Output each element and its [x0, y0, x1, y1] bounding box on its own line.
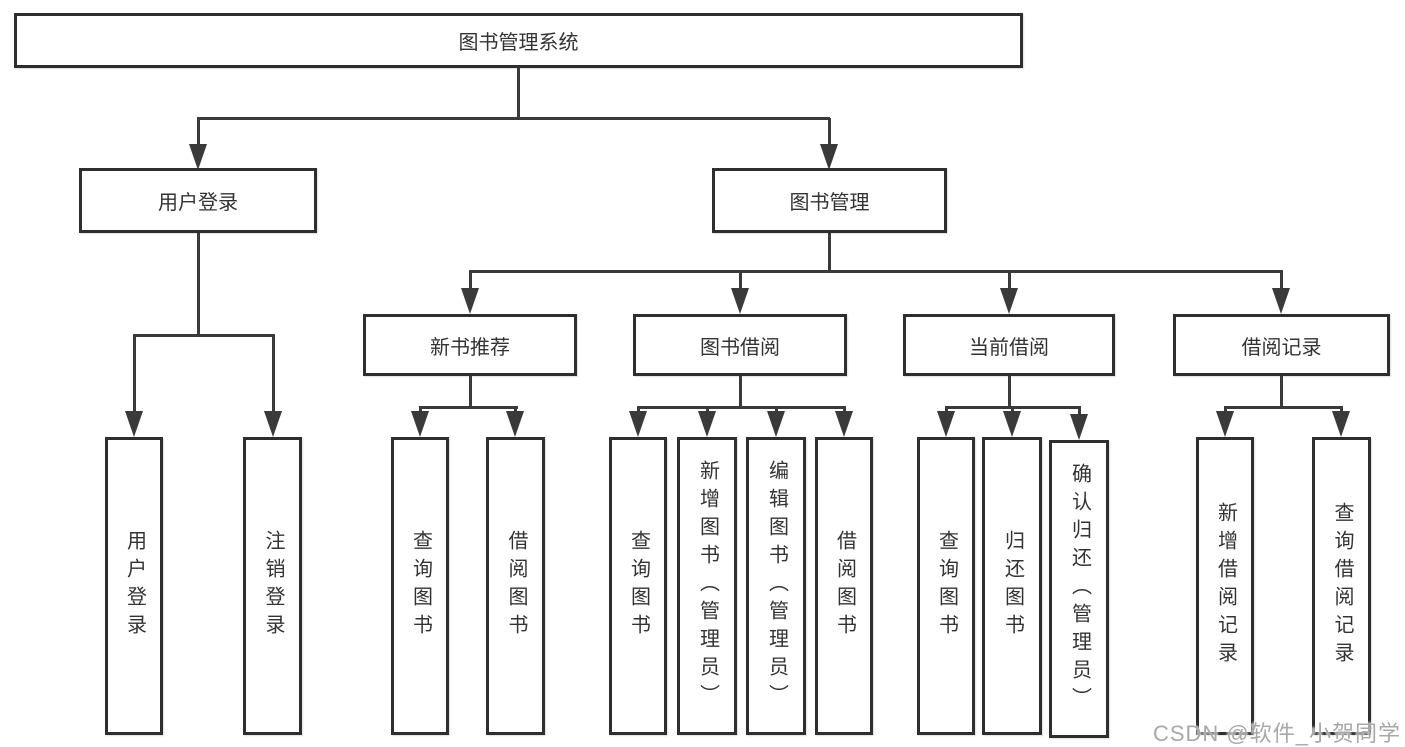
arrow-down-icon — [1003, 411, 1021, 437]
arrow-down-icon — [461, 288, 479, 314]
node-label: 当前借阅 — [969, 336, 1049, 359]
connector-line — [1008, 271, 1011, 293]
node-new-book-recommend: 新书推荐 — [363, 314, 577, 376]
node-current-borrow: 当前借阅 — [903, 314, 1115, 376]
connector-line — [517, 68, 520, 118]
connector-line — [1280, 376, 1283, 407]
arrow-down-icon — [835, 411, 853, 437]
leaf-return-books: 归还图书 — [982, 437, 1042, 735]
node-label: 用户登录 — [158, 192, 238, 214]
connector-line — [469, 271, 472, 293]
leaf-logout: 注销登录 — [243, 437, 302, 735]
arrow-down-icon — [1332, 411, 1350, 437]
node-user-login: 用户登录 — [79, 168, 317, 233]
leaf-label: 借阅图书 — [505, 530, 527, 642]
leaf-query-borrow-record: 查询借阅记录 — [1312, 437, 1371, 735]
leaf-edit-books-admin: 编辑图书（管理员） — [746, 437, 806, 735]
arrow-down-icon — [1272, 288, 1290, 314]
leaf-label: 查询图书 — [935, 530, 958, 642]
arrow-down-icon — [264, 411, 282, 437]
csdn-watermark: CSDN @软件_小贺同学 — [1152, 721, 1401, 746]
connector-line — [1280, 271, 1283, 293]
connector-line — [133, 335, 136, 415]
leaf-label: 注销登录 — [262, 530, 284, 642]
arrow-down-icon — [1216, 411, 1234, 437]
connector-line — [197, 233, 200, 335]
leaf-label: 确认归还（管理员） — [1068, 463, 1091, 715]
leaf-label: 新增图书（管理员） — [696, 460, 719, 712]
connector-line — [739, 271, 742, 293]
leaf-label: 查询图书 — [409, 530, 432, 642]
leaf-confirm-return-admin: 确认归还（管理员） — [1049, 440, 1109, 738]
node-book-management: 图书管理 — [712, 168, 947, 233]
leaf-add-books-admin: 新增图书（管理员） — [677, 437, 737, 735]
node-label: 图书借阅 — [700, 336, 780, 359]
node-library-management-system: 图书管理系统 — [14, 13, 1023, 68]
connector-line — [197, 117, 830, 120]
leaf-borrow-books: 借阅图书 — [815, 437, 873, 735]
node-label: 借阅记录 — [1241, 336, 1322, 359]
connector-line — [828, 118, 831, 150]
connector-line — [469, 270, 1283, 273]
arrow-down-icon — [506, 411, 524, 437]
connector-line — [419, 406, 518, 409]
node-borrow-records: 借阅记录 — [1173, 314, 1390, 376]
leaf-add-borrow-record: 新增借阅记录 — [1196, 437, 1254, 735]
node-label: 新书推荐 — [430, 336, 510, 359]
arrow-down-icon — [937, 411, 955, 437]
arrow-down-icon — [125, 411, 143, 437]
leaf-label: 编辑图书（管理员） — [765, 460, 788, 712]
arrow-down-icon — [411, 411, 429, 437]
connector-line — [197, 118, 200, 150]
connector-line — [1078, 407, 1081, 419]
leaf-query-books-borrow: 查询图书 — [609, 437, 667, 735]
leaf-label: 查询借阅记录 — [1331, 502, 1353, 670]
leaf-user-login: 用户登录 — [105, 437, 163, 735]
leaf-label: 借阅图书 — [833, 530, 856, 642]
connector-line — [469, 376, 472, 407]
arrow-down-icon — [767, 411, 785, 437]
connector-line — [272, 335, 275, 415]
node-book-borrow: 图书借阅 — [633, 314, 847, 376]
arrow-down-icon — [731, 288, 749, 314]
arrow-down-icon — [820, 144, 838, 170]
connector-line — [828, 233, 831, 271]
leaf-label: 新增借阅记录 — [1214, 502, 1237, 670]
arrow-down-icon — [189, 144, 207, 170]
connector-line — [133, 334, 275, 337]
arrow-down-icon — [1070, 414, 1088, 440]
leaf-query-books-recommend: 查询图书 — [391, 437, 449, 735]
connector-line — [637, 406, 846, 409]
leaf-label: 归还图书 — [1001, 530, 1024, 642]
leaf-query-books-current: 查询图书 — [917, 437, 975, 735]
leaf-borrow-books-recommend: 借阅图书 — [486, 437, 545, 735]
leaf-label: 用户登录 — [123, 530, 146, 642]
node-label: 图书管理 — [789, 192, 870, 214]
leaf-label: 查询图书 — [627, 530, 650, 642]
arrow-down-icon — [629, 411, 647, 437]
connector-line — [1008, 376, 1011, 407]
node-label: 图书管理系统 — [458, 32, 579, 54]
connector-line — [1224, 406, 1343, 409]
arrow-down-icon — [1000, 288, 1018, 314]
arrow-down-icon — [698, 411, 716, 437]
connector-line — [739, 376, 742, 407]
